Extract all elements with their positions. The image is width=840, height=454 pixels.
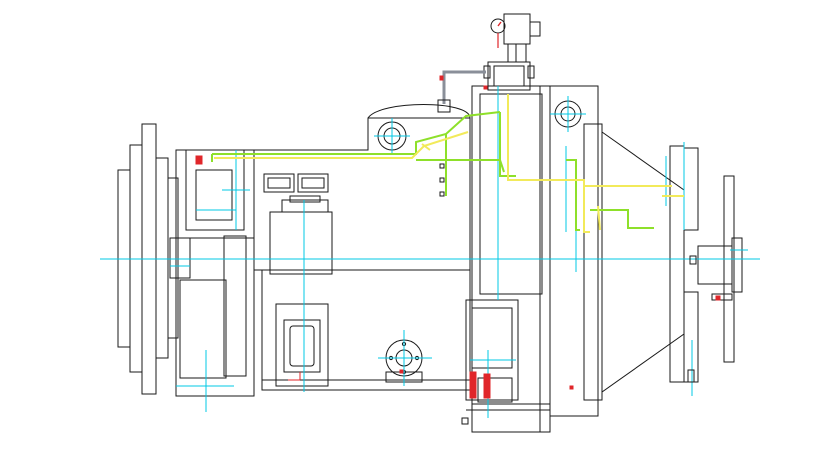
fasteners [439, 163, 697, 425]
output-shaft [697, 175, 743, 363]
inspection-hatch [275, 303, 329, 387]
pressure-gauge [490, 18, 506, 48]
valve-block [483, 13, 541, 91]
output-housing [583, 123, 699, 401]
sight-windows [263, 173, 329, 193]
centerlines [100, 86, 760, 418]
bypass-pipe [437, 70, 486, 113]
oil-pipe-green [211, 111, 654, 231]
red-markers [195, 75, 721, 399]
oil-pipe-yellow [214, 94, 684, 233]
input-housing [169, 149, 255, 397]
